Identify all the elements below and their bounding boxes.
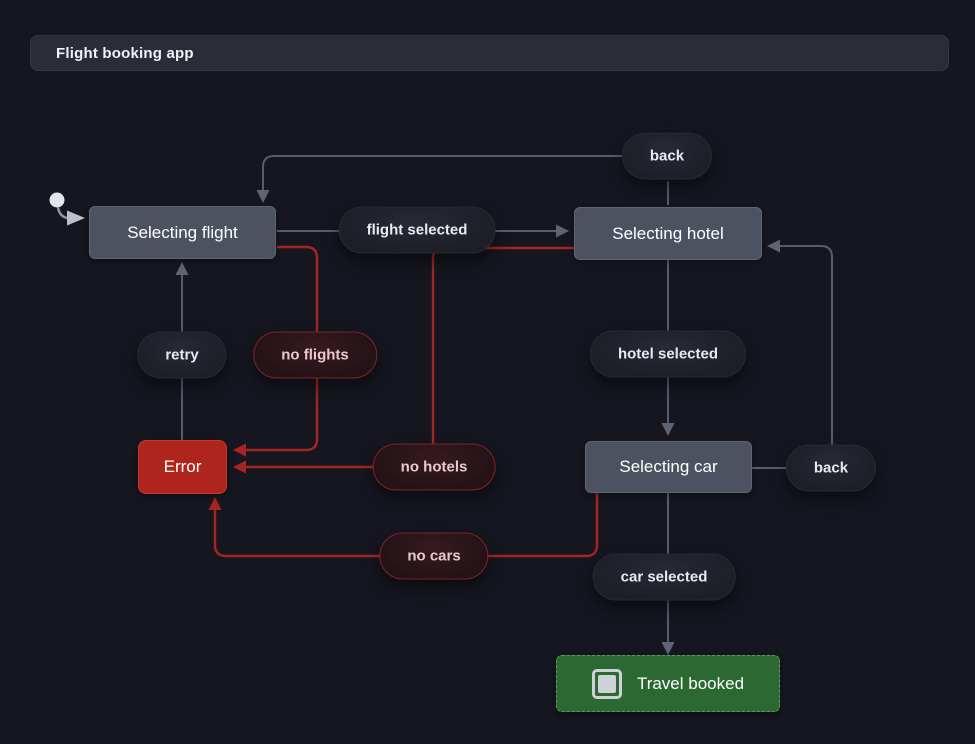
event-pill-flight-selected[interactable]: flight selected [338,206,496,254]
final-state-icon [591,668,622,699]
event-pill-no-hotels[interactable]: no hotels [372,443,496,491]
event-pill-hotel-selected[interactable]: hotel selected [589,330,747,378]
state-node-selecting-hotel[interactable]: Selecting hotel [574,207,762,260]
event-pill-car-selected[interactable]: car selected [592,553,736,601]
red-edge-lines [213,245,599,558]
machine-title-bar[interactable]: Flight booking app [30,35,949,71]
state-node-error[interactable]: Error [138,440,227,494]
event-pill-back-right[interactable]: back [785,444,877,492]
gray-arrowheads [175,190,780,655]
state-node-travel-booked[interactable]: Travel booked [556,655,780,712]
event-pill-no-cars[interactable]: no cars [379,532,489,580]
travel-booked-label: Travel booked [636,673,745,693]
state-node-selecting-car[interactable]: Selecting car [585,441,752,493]
event-pill-back-top[interactable]: back [621,132,713,180]
event-pill-retry[interactable]: retry [137,331,227,379]
machine-title: Flight booking app [56,44,194,62]
state-node-selecting-flight[interactable]: Selecting flight [89,206,276,259]
event-pill-no-flights[interactable]: no flights [253,331,377,379]
initial-state-icon [49,192,85,226]
red-arrowheads [208,443,246,510]
